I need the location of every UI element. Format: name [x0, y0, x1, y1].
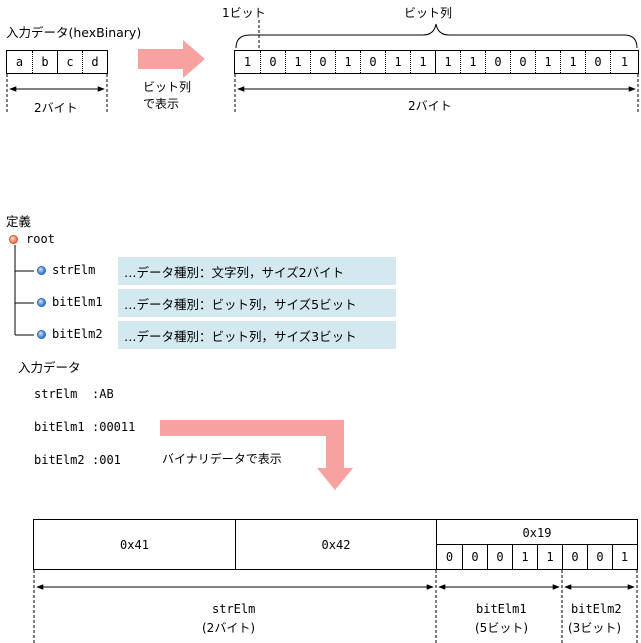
bit-size-dimension — [234, 74, 639, 112]
element-node-icon — [37, 330, 46, 339]
binary-bit-cell: 0 — [445, 550, 454, 564]
input-row-label: strElm — [34, 387, 78, 401]
bit-cell: 1 — [410, 51, 435, 73]
binary-bit-cell: 1 — [537, 545, 562, 569]
binary-bit-cell: 1 — [512, 545, 537, 569]
bit-string-brace — [235, 23, 638, 49]
bit-cell: 1 — [460, 51, 485, 73]
byte-cell-0x42: 0x42 — [235, 520, 436, 569]
tree-lines — [14, 245, 34, 336]
bit-row: 0 0 0 1 1 0 0 1 — [436, 544, 637, 569]
input-row-value: :001 — [92, 453, 121, 467]
bit-cell: 1 — [385, 51, 410, 73]
definition-title: 定義 — [6, 214, 32, 229]
input-row-label: bitElm2 — [34, 453, 85, 467]
segment-name-strelm: strElm — [212, 602, 256, 616]
bit-cell: 0 — [585, 51, 610, 73]
element-node-icon — [37, 298, 46, 307]
input-data-hex-title: 入力データ(hexBinary) — [6, 25, 142, 40]
element-desc-bitelm1: …データ種別：ビット列，サイズ5ビット — [118, 289, 396, 317]
segment-size-strelm: (2バイト) — [202, 621, 255, 635]
bit-cell: 1 — [560, 51, 585, 73]
bit-cell: 1 — [535, 51, 560, 73]
bit-string-label: ビット列 — [404, 6, 453, 20]
bit-cell: 1 — [285, 51, 310, 73]
convert-arrow-icon — [138, 40, 205, 78]
element-desc-strelm: …データ種別：文字列，サイズ2バイト — [118, 257, 396, 285]
segment-name-bitelm1: bitElm1 — [476, 602, 527, 616]
element-name-bitelm2: bitElm2 — [52, 327, 103, 341]
bit-cell: 0 — [360, 51, 385, 73]
binary-display-label: バイナリデータで表示 — [162, 452, 282, 466]
bit-cell: 0 — [310, 51, 335, 73]
bit-string-box: 1 0 1 0 1 0 1 1 1 1 0 0 1 1 0 1 — [234, 50, 639, 74]
bit-cell: 0 — [510, 51, 535, 73]
binary-convert-arrow-icon — [160, 420, 353, 490]
binary-bit-cell: 0 — [587, 545, 612, 569]
hex-cell-c: c — [57, 51, 82, 73]
segment-size-bitelm2: (3ビット) — [568, 621, 621, 635]
hex-cell-b: b — [32, 51, 57, 73]
bit-cell: 0 — [260, 51, 285, 73]
binary-bit-cell: 0 — [562, 545, 587, 569]
one-bit-label: 1ビット — [222, 6, 266, 20]
bit-cell: 1 — [243, 55, 252, 69]
bit-cell: 1 — [610, 51, 638, 73]
byte-cell-0x41: 0x41 — [120, 537, 149, 552]
hex-size-dimension — [6, 74, 108, 112]
segment-name-bitelm2: bitElm2 — [571, 602, 622, 616]
element-node-icon — [37, 266, 46, 275]
segment-size-bitelm1: (5ビット) — [475, 621, 528, 635]
hex-cell-a: a — [15, 55, 24, 69]
binary-bit-cell: 0 — [462, 545, 487, 569]
hex-input-size-label: 2バイト — [34, 101, 78, 115]
binary-size-dimensions — [33, 570, 638, 643]
root-node-icon — [9, 235, 18, 244]
bit-cell: 1 — [435, 51, 460, 73]
convert-label-line1: ビット列 — [143, 80, 192, 94]
input-row-value: :00011 — [92, 420, 136, 434]
element-name-strelm: strElm — [52, 263, 96, 277]
bit-cell: 0 — [485, 51, 510, 73]
hex-input-box: a b c d — [6, 50, 108, 74]
binary-table: 0x41 0x42 0x19 0 0 0 1 1 0 0 1 — [33, 519, 638, 570]
convert-label-line2: で表示 — [143, 97, 180, 111]
bit-cell: 1 — [335, 51, 360, 73]
input-row-value: :AB — [92, 387, 114, 401]
element-name-bitelm1: bitElm1 — [52, 295, 103, 309]
hex-cell-d: d — [82, 51, 107, 73]
binary-bit-cell: 1 — [612, 545, 636, 569]
byte-cell-0x19: 0x19 — [436, 520, 637, 545]
binary-bit-cell: 0 — [487, 545, 512, 569]
root-label: root — [26, 232, 55, 246]
input-data-title: 入力データ — [18, 360, 81, 375]
bit-string-size-label: 2バイト — [408, 99, 452, 113]
input-row-label: bitElm1 — [34, 420, 85, 434]
element-desc-bitelm2: …データ種別：ビット列，サイズ3ビット — [118, 321, 396, 349]
